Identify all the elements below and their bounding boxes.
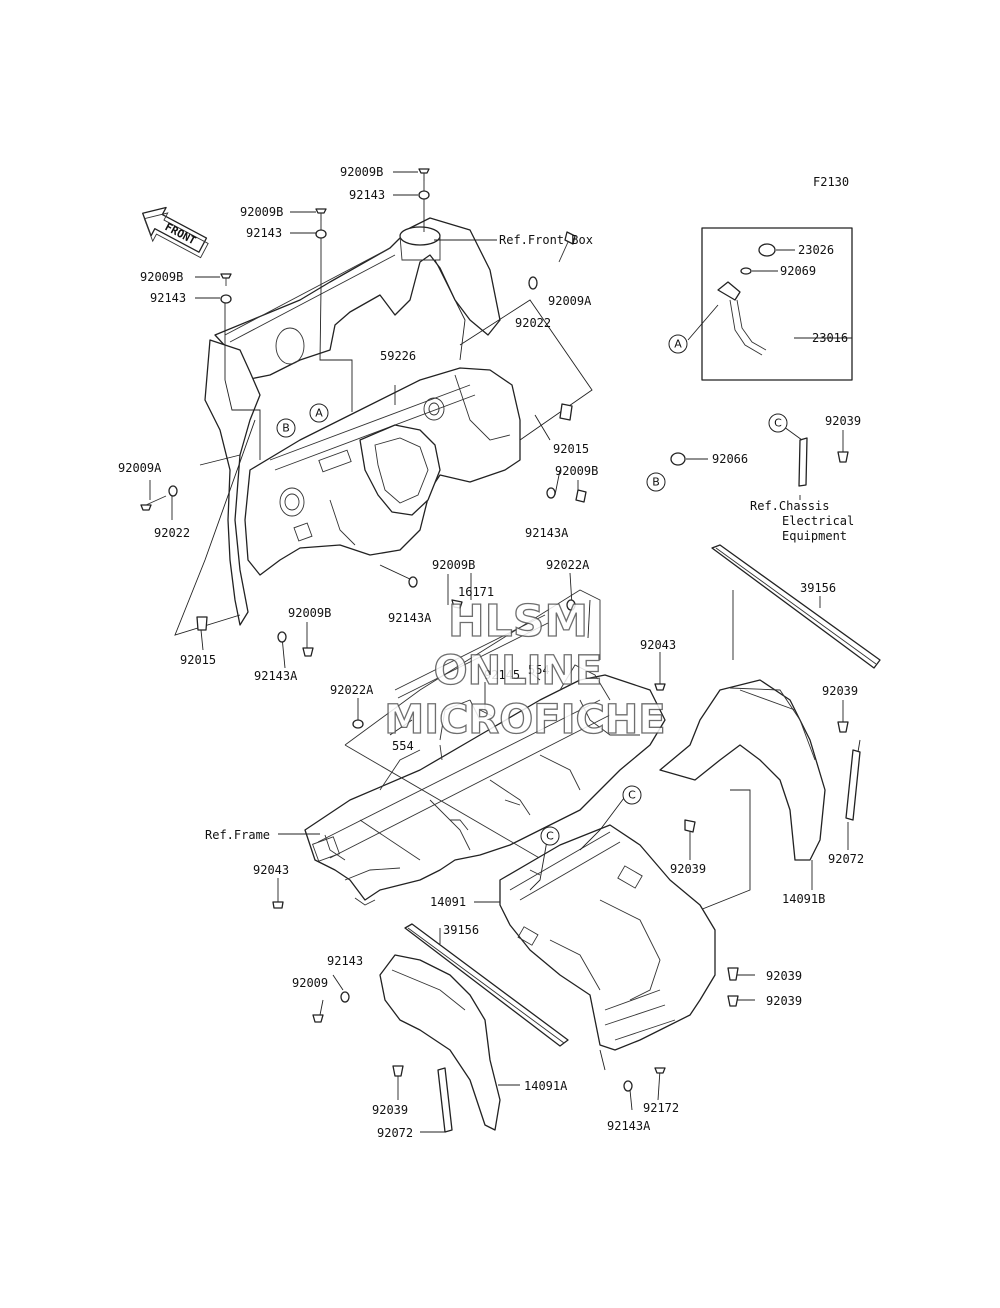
part-label: 92072 xyxy=(828,852,864,866)
part-label: 92009 xyxy=(292,976,328,990)
part-label: 92039 xyxy=(670,862,706,876)
part-label: 92039 xyxy=(766,969,802,983)
frame-assembly xyxy=(304,589,666,906)
ref-front-box: Ref.Front Box xyxy=(499,233,593,247)
upper-fasteners xyxy=(140,168,587,657)
part-label: 92145 xyxy=(484,668,520,682)
svg-text:C: C xyxy=(628,789,636,802)
part-label: 92009B xyxy=(432,558,475,572)
right-fender-group xyxy=(659,544,881,926)
part-label: 92009A xyxy=(118,461,162,475)
part-label: 92143A xyxy=(525,526,569,540)
watermark-line-1: HLSM xyxy=(448,596,588,647)
part-label: 92143 xyxy=(246,226,282,240)
part-label: 92022A xyxy=(330,683,374,697)
part-label: 92015 xyxy=(553,442,589,456)
inset-switch-assembly xyxy=(687,227,853,381)
part-label: 92143A xyxy=(388,611,432,625)
part-label: 92072 xyxy=(377,1126,413,1140)
floor-panel-14091 xyxy=(474,789,755,1111)
part-label: 14091 xyxy=(430,895,466,909)
part-label: 554 xyxy=(392,739,414,753)
part-label: 92143 xyxy=(150,291,186,305)
part-label: 92015 xyxy=(180,653,216,667)
part-label: 92009A xyxy=(548,294,592,308)
dash-panel-59226 xyxy=(204,217,521,626)
part-label: 39156 xyxy=(800,581,836,595)
ref-chassis-line-3: Equipment xyxy=(782,529,847,543)
watermark-line-2: ONLINE xyxy=(434,648,603,694)
part-label: 92022A xyxy=(546,558,590,572)
part-label: 92043 xyxy=(640,638,676,652)
part-label: 92143A xyxy=(254,669,298,683)
part-label: 23016 xyxy=(812,331,848,345)
watermark: HLSM ONLINE MICROFICHE xyxy=(384,595,667,743)
diagram-code: F2130 xyxy=(813,175,849,189)
svg-text:C: C xyxy=(774,417,782,430)
part-label: 92022 xyxy=(154,526,190,540)
part-label: 39156 xyxy=(443,923,479,937)
part-label: 92172 xyxy=(643,1101,679,1115)
ref-chassis-line-2: Electrical xyxy=(782,514,854,528)
part-label: 14091B xyxy=(782,892,825,906)
svg-text:B: B xyxy=(652,476,660,489)
svg-text:A: A xyxy=(674,338,682,351)
callout-C-lower: C xyxy=(540,826,560,846)
part-label: 92039 xyxy=(766,994,802,1008)
frame-fasteners xyxy=(272,599,666,909)
part-label: 92069 xyxy=(780,264,816,278)
svg-text:A: A xyxy=(315,407,323,420)
part-label: 92039 xyxy=(372,1103,408,1117)
part-label: 92009B xyxy=(288,606,331,620)
part-label: 92009B xyxy=(240,205,283,219)
part-label: 92143 xyxy=(327,954,363,968)
ref-frame: Ref.Frame xyxy=(205,828,270,842)
callout-A-inset: A xyxy=(668,334,688,354)
part-labels: 92009B 92143 92009B 92143 92009B 92143 R… xyxy=(118,165,864,1140)
part-label: 59226 xyxy=(380,349,416,363)
part-label: 92009B xyxy=(555,464,598,478)
svg-text:B: B xyxy=(282,422,290,435)
part-label: 14091A xyxy=(524,1079,568,1093)
callout-B-right: B xyxy=(646,472,666,492)
callout-A-upper: A xyxy=(309,403,329,423)
front-arrow-icon: FRONT xyxy=(142,206,209,259)
right-small-parts xyxy=(670,423,849,500)
callout-C-right: C xyxy=(768,413,788,433)
part-label: 23026 xyxy=(798,243,834,257)
part-label: 92143 xyxy=(349,188,385,202)
left-fender-group xyxy=(312,923,569,1133)
part-label: 92066 xyxy=(712,452,748,466)
part-label: 92039 xyxy=(825,414,861,428)
part-label: 16171 xyxy=(458,585,494,599)
watermark-line-3: MICROFICHE xyxy=(384,697,665,743)
part-label: 92143A xyxy=(607,1119,651,1133)
part-label: 92009B xyxy=(340,165,383,179)
svg-text:C: C xyxy=(546,830,554,843)
part-label: 92043 xyxy=(253,863,289,877)
callout-C-center: C xyxy=(622,785,642,805)
part-label: 554 xyxy=(528,663,550,677)
part-label: 92039 xyxy=(822,684,858,698)
part-label: 92022 xyxy=(515,316,551,330)
ref-chassis-line-1: Ref.Chassis xyxy=(750,499,829,513)
part-label: 92009B xyxy=(140,270,183,284)
callout-B-upper: B xyxy=(276,418,296,438)
upper-leader-lines xyxy=(149,171,593,669)
